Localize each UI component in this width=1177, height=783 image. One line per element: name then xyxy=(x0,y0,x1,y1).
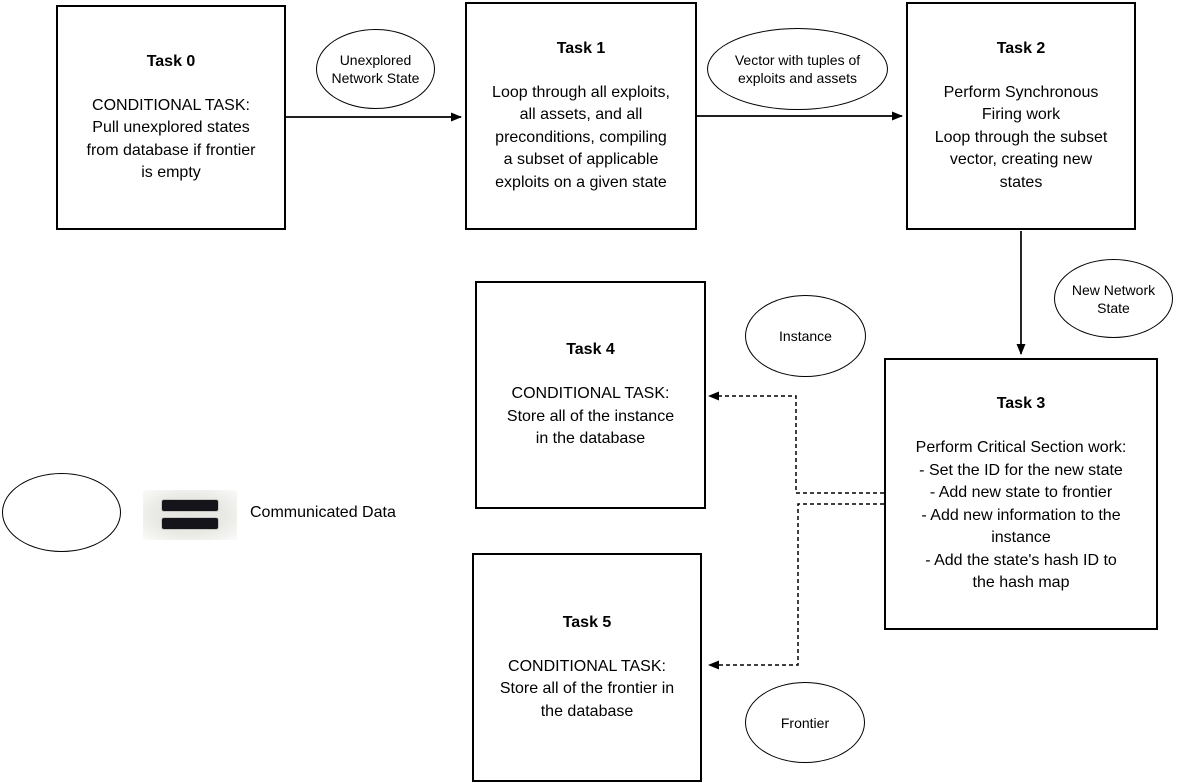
ellipse-label: New Network State xyxy=(1071,281,1156,316)
ellipse-label: Unexplored Network State xyxy=(331,52,420,86)
task3-body: Perform Critical Section work: - Set the… xyxy=(915,439,1127,592)
task3-box: Task 3 Perform Critical Section work: - … xyxy=(884,358,1158,630)
task0-body: CONDITIONAL TASK: Pull unexplored states… xyxy=(86,96,256,182)
task0-box: Task 0 CONDITIONAL TASK: Pull unexplored… xyxy=(56,5,286,230)
task5-title: Task 5 xyxy=(562,613,612,631)
task3-title: Task 3 xyxy=(996,395,1046,413)
data-ellipse-unexplored-network-state: Unexplored Network State xyxy=(316,29,435,109)
task4-title: Task 4 xyxy=(566,341,615,359)
task4-box: Task 4 CONDITIONAL TASK: Store all of th… xyxy=(475,281,706,509)
task2-box: Task 2 Perform Synchronous Firing work L… xyxy=(906,2,1136,230)
legend-ellipse xyxy=(2,473,121,552)
ellipse-label: Instance xyxy=(779,328,832,344)
data-ellipse-instance: Instance xyxy=(745,295,866,377)
task1-box: Task 1 Loop through all exploits, all as… xyxy=(465,2,697,230)
ellipse-label: Vector with tuples of exploits and asset… xyxy=(734,52,861,86)
task5-box: Task 5 CONDITIONAL TASK: Store all of th… xyxy=(472,553,702,782)
equals-icon xyxy=(143,490,237,540)
dashed-arrow-task3-to-task4 xyxy=(708,391,884,494)
task4-body: CONDITIONAL TASK: Store all of the insta… xyxy=(506,385,675,448)
task2-body: Perform Synchronous Firing work Loop thr… xyxy=(934,83,1108,191)
equals-bar-top xyxy=(162,500,218,511)
data-ellipse-vector-tuples: Vector with tuples of exploits and asset… xyxy=(707,28,888,110)
task2-title: Task 2 xyxy=(996,39,1046,57)
data-ellipse-frontier: Frontier xyxy=(745,682,865,763)
legend-label: Communicated Data xyxy=(250,504,396,521)
equals-bar-bottom xyxy=(162,518,218,529)
task1-title: Task 1 xyxy=(556,39,606,57)
ellipse-label: Frontier xyxy=(780,714,830,731)
task0-title: Task 0 xyxy=(146,52,196,70)
task5-body: CONDITIONAL TASK: Store all of the front… xyxy=(499,657,675,720)
task1-body: Loop through all exploits, all assets, a… xyxy=(492,83,670,191)
dashed-arrow-task3-to-task5 xyxy=(708,503,884,670)
data-ellipse-new-network-state: New Network State xyxy=(1054,259,1173,338)
